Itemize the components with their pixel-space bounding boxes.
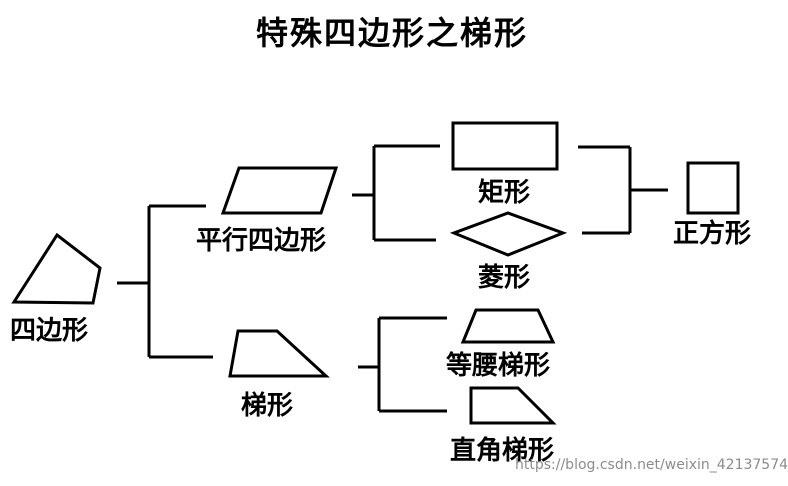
connector-square bbox=[578, 145, 668, 235]
connector-trapezoid bbox=[358, 316, 447, 413]
label-rhombus: 菱形 bbox=[478, 263, 531, 293]
label-right-trapezoid: 直角梯形 bbox=[450, 436, 555, 466]
right-trapezoid-shape bbox=[469, 386, 557, 425]
parallelogram-shape bbox=[220, 166, 339, 215]
watermark-url: https://blog.csdn.net/weixin_42137574 bbox=[515, 457, 788, 473]
isosceles-trapezoid-shape bbox=[460, 308, 556, 344]
label-quadrilateral: 四边形 bbox=[10, 316, 89, 346]
diagram-title: 特殊四边形之梯形 bbox=[255, 14, 528, 52]
trapezoid-shape bbox=[228, 329, 330, 378]
label-rectangle: 矩形 bbox=[478, 178, 531, 208]
label-square: 正方形 bbox=[673, 219, 752, 249]
square-shape bbox=[686, 161, 740, 215]
connector-quadrilateral bbox=[117, 204, 213, 359]
quadrilateral-shape bbox=[11, 232, 102, 305]
rectangle-shape bbox=[451, 121, 559, 171]
label-trapezoid: 梯形 bbox=[241, 391, 294, 421]
rhombus-shape bbox=[449, 211, 568, 257]
label-isosceles-trapezoid: 等腰梯形 bbox=[446, 351, 551, 381]
label-parallelogram: 平行四边形 bbox=[196, 226, 327, 256]
connector-parallelogram bbox=[352, 144, 440, 242]
